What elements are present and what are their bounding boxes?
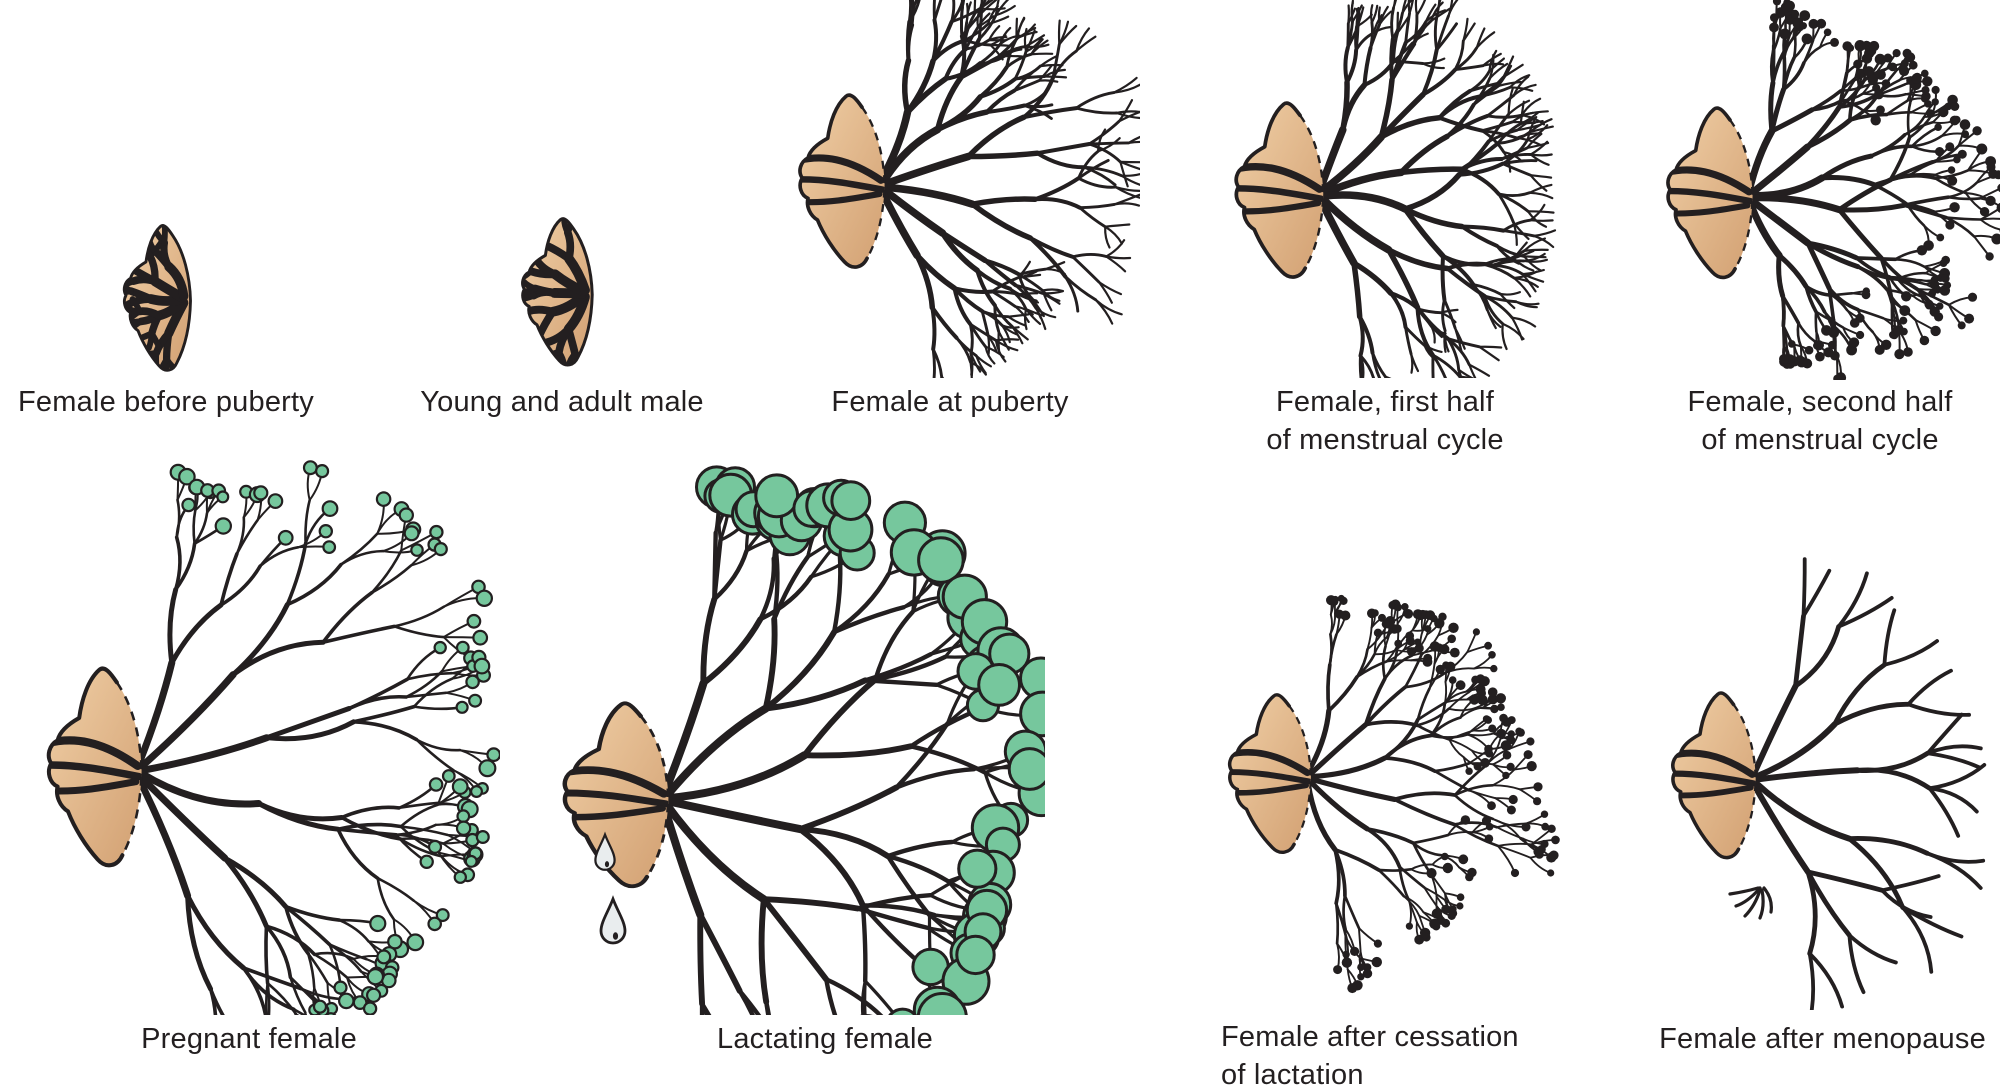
- label-lactating-female: Lactating female: [717, 1023, 933, 1055]
- female-before-puberty-illustration: [122, 224, 192, 372]
- label-female-second-half: Female, second half of menstrual cycle: [1687, 386, 1953, 457]
- female-second-half-illustration: [1666, 0, 2000, 380]
- label-female-before-puberty: Female before puberty: [18, 386, 314, 418]
- label-young-adult-male: Young and adult male: [420, 386, 704, 418]
- female-at-puberty-illustration: [798, 0, 1140, 378]
- label-female-at-puberty: Female at puberty: [831, 386, 1069, 418]
- lactating-female-illustration: [562, 465, 1045, 1015]
- label-pregnant-female: Pregnant female: [141, 1023, 357, 1055]
- pregnant-female-illustration: [46, 460, 500, 1015]
- label-female-after-cessation: Female after cessation of lactation: [1221, 1021, 1519, 1090]
- female-after-cessation-illustration: [1227, 594, 1560, 994]
- female-first-half-illustration: [1234, 0, 1557, 378]
- label-female-first-half: Female, first half of menstrual cycle: [1266, 386, 1504, 457]
- female-after-menopause-illustration: [1671, 557, 1987, 1010]
- young-adult-male-illustration: [521, 217, 594, 367]
- label-female-after-menopause: Female after menopause: [1659, 1023, 1986, 1055]
